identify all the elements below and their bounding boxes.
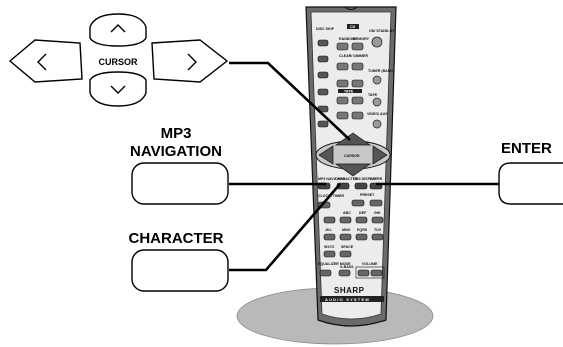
key-7[interactable] bbox=[355, 233, 368, 241]
volume-up-button[interactable] bbox=[370, 269, 383, 277]
cursor-callout: CURSOR bbox=[8, 13, 229, 107]
callout-lines bbox=[229, 61, 499, 272]
remote-cursor-left[interactable] bbox=[318, 145, 334, 165]
tape-record-button[interactable] bbox=[351, 111, 364, 120]
mp3-label-line1: MP3 bbox=[161, 125, 192, 142]
disc-button-1[interactable] bbox=[317, 39, 329, 47]
equalizer-label: EQUALIZER MODE bbox=[318, 262, 351, 266]
remote-control: DISC SKIP CD RANDOM MEMORY ON/ STAND-BY … bbox=[305, 6, 397, 327]
tape-stop-button[interactable] bbox=[336, 111, 349, 120]
remote-cursor-up[interactable] bbox=[334, 132, 372, 146]
pause-button[interactable] bbox=[351, 62, 364, 71]
random-label: RANDOM bbox=[339, 37, 355, 41]
memory-label: MEMORY bbox=[353, 37, 370, 41]
power-label: ON/ STAND-BY bbox=[369, 29, 395, 33]
bottom-controls: EQUALIZER MODE X-BASS VOLUME bbox=[318, 262, 385, 279]
remote-cursor-pad: CURSOR bbox=[315, 132, 391, 177]
tape-label: TAPE bbox=[368, 93, 378, 97]
volume-down-button[interactable] bbox=[357, 269, 370, 277]
key-label-wxyz: WXYZ bbox=[324, 245, 335, 249]
key-3[interactable] bbox=[355, 216, 368, 224]
disc-button-2[interactable] bbox=[317, 55, 329, 63]
remote-cursor-right[interactable] bbox=[372, 145, 388, 165]
key-2[interactable] bbox=[339, 216, 352, 224]
tape-button[interactable] bbox=[372, 97, 382, 107]
remote-cursor-label: CURSOR bbox=[344, 154, 360, 158]
character-callout: CHARACTER bbox=[129, 230, 229, 292]
video-button[interactable] bbox=[372, 119, 382, 129]
random-button[interactable] bbox=[336, 42, 349, 51]
remote-id3-button[interactable] bbox=[354, 182, 368, 190]
character-button[interactable] bbox=[131, 249, 229, 292]
cursor-right-arrow-icon bbox=[187, 53, 197, 71]
mp3-label-line2: NAVIGATION bbox=[130, 143, 222, 160]
key-8[interactable] bbox=[371, 233, 384, 241]
enter-callout: ENTER bbox=[498, 140, 563, 205]
clear-label: CLEAR/ DIMMER bbox=[339, 54, 368, 58]
cursor-callout-line bbox=[229, 61, 351, 141]
mp3-navigation-button[interactable] bbox=[131, 162, 229, 205]
xbass-button[interactable] bbox=[338, 269, 351, 277]
character-small-label: CHARACTER bbox=[335, 177, 358, 181]
tuner-button[interactable] bbox=[372, 75, 382, 85]
preset-label: PRESET bbox=[360, 193, 375, 197]
key-0[interactable] bbox=[339, 250, 352, 258]
key-label-jkl: JKL bbox=[325, 228, 333, 232]
key-label-def: DEF bbox=[359, 211, 367, 215]
key-label-pqrs: PQRS bbox=[357, 228, 368, 232]
disc-skip-label: DISC SKIP bbox=[316, 27, 335, 31]
rewind-button[interactable] bbox=[336, 96, 349, 105]
disc-button-3[interactable] bbox=[317, 71, 329, 79]
cursor-left-button[interactable] bbox=[8, 39, 83, 83]
tape-section-label: TAPE bbox=[344, 90, 354, 94]
mp3-navi-label: MP3 NAVI/ INFO bbox=[318, 177, 345, 181]
brand-logo: SHARP bbox=[334, 286, 365, 295]
power-button[interactable] bbox=[371, 36, 383, 48]
enter-button[interactable] bbox=[498, 162, 563, 205]
mp3-navigation-callout: MP3 NAVIGATION bbox=[130, 125, 229, 205]
cursor-down-arrow-icon bbox=[110, 85, 126, 94]
cursor-right-button[interactable] bbox=[151, 39, 229, 83]
equalizer-button[interactable] bbox=[319, 269, 332, 277]
key-label-ghi: GHI bbox=[374, 211, 380, 215]
cursor-left-arrow-icon bbox=[37, 53, 47, 71]
character-callout-line bbox=[229, 183, 341, 272]
character-label: CHARACTER bbox=[129, 230, 224, 247]
key-label-mno: MNO bbox=[342, 228, 351, 232]
preset-down-button[interactable] bbox=[351, 199, 365, 207]
cursor-up-arrow-icon bbox=[110, 24, 126, 33]
key-1[interactable] bbox=[323, 216, 336, 224]
cursor-up-button[interactable] bbox=[89, 13, 147, 47]
disc-button-6[interactable] bbox=[317, 120, 329, 128]
brand-subtitle: AUDIO SYSTEM bbox=[325, 297, 370, 302]
top-panel: DISC SKIP CD RANDOM MEMORY ON/ STAND-BY … bbox=[316, 24, 395, 129]
cursor-down-button[interactable] bbox=[89, 71, 147, 107]
tuner-label: TUNER (BAND) bbox=[368, 69, 395, 73]
disc-button-4[interactable] bbox=[317, 88, 329, 96]
cd-label: CD bbox=[350, 25, 356, 29]
video-label: VIDEO/ AUX bbox=[367, 112, 388, 116]
enter-small-label: ENTER bbox=[370, 177, 383, 181]
keypad: ABC DEF GHI JKL MNO PQRS TUV WXYZ SPACE bbox=[323, 211, 384, 258]
enter-label: ENTER bbox=[501, 140, 552, 157]
key-6[interactable] bbox=[339, 233, 352, 241]
cursor-label: CURSOR bbox=[98, 57, 138, 67]
id3-label: ID3 DISPLAY bbox=[355, 177, 377, 181]
key-5[interactable] bbox=[323, 233, 336, 241]
stop-button[interactable] bbox=[336, 79, 349, 88]
xbass-label: X-BASS bbox=[340, 265, 354, 269]
key-label-tuv: TUV bbox=[374, 228, 382, 232]
key-label-abc: ABC bbox=[343, 211, 351, 215]
memory-button[interactable] bbox=[351, 42, 364, 51]
clear-button[interactable] bbox=[336, 62, 349, 71]
volume-label: VOLUME bbox=[362, 262, 378, 266]
remote-cursor-down[interactable] bbox=[334, 163, 372, 177]
key-label-space: SPACE bbox=[341, 245, 354, 249]
play-button[interactable] bbox=[351, 79, 364, 88]
preset-up-button[interactable] bbox=[369, 199, 383, 207]
key-9[interactable] bbox=[323, 250, 336, 258]
key-4[interactable] bbox=[371, 216, 384, 224]
forward-button[interactable] bbox=[351, 96, 364, 105]
